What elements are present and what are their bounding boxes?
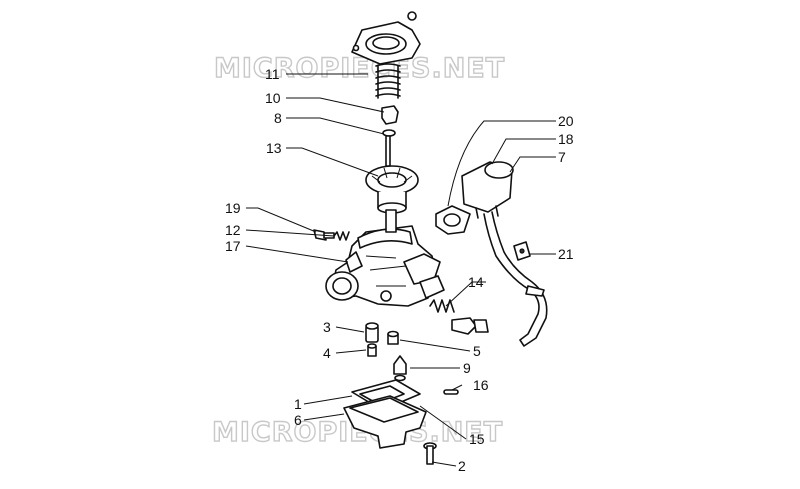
spring-screw-14 bbox=[429, 299, 489, 335]
carburetor-body bbox=[325, 209, 445, 307]
retainer-10 bbox=[381, 105, 399, 125]
callout-6: 6 bbox=[294, 412, 302, 428]
callout-14: 14 bbox=[468, 274, 484, 290]
watermark-top: MICROPIECES.NET bbox=[214, 53, 505, 84]
callout-17: 17 bbox=[225, 238, 241, 254]
float-pin-16 bbox=[443, 389, 459, 395]
callout-5: 5 bbox=[473, 343, 481, 359]
jet-3 bbox=[365, 322, 379, 343]
diaphragm-13 bbox=[365, 165, 419, 214]
callout-4: 4 bbox=[323, 345, 331, 361]
jet-4 bbox=[367, 343, 377, 357]
callout-16: 16 bbox=[473, 377, 489, 393]
float-needle-9 bbox=[393, 355, 407, 382]
callout-15: 15 bbox=[469, 431, 485, 447]
callout-19: 19 bbox=[225, 200, 241, 216]
callout-21: 21 bbox=[558, 246, 574, 262]
leader-lines bbox=[245, 73, 556, 467]
callout-18: 18 bbox=[558, 131, 574, 147]
callout-7: 7 bbox=[558, 149, 566, 165]
callout-2: 2 bbox=[458, 458, 466, 474]
callout-9: 9 bbox=[463, 360, 471, 376]
float-bowl-6 bbox=[343, 395, 427, 449]
screw-2 bbox=[423, 442, 437, 465]
gasket-20 bbox=[435, 205, 471, 235]
callout-8: 8 bbox=[274, 110, 282, 126]
auto-choke-18-7 bbox=[461, 161, 548, 347]
callout-11: 11 bbox=[265, 66, 280, 82]
callout-10: 10 bbox=[265, 90, 281, 106]
carburetor-cover bbox=[351, 11, 421, 65]
callout-12: 12 bbox=[225, 222, 241, 238]
clip-21 bbox=[513, 241, 531, 261]
needle-8 bbox=[382, 129, 396, 167]
spring-12 bbox=[333, 231, 350, 241]
callout-20: 20 bbox=[558, 113, 574, 129]
spring-11 bbox=[375, 63, 401, 99]
callout-13: 13 bbox=[266, 140, 282, 156]
callout-3: 3 bbox=[323, 319, 331, 335]
callout-1: 1 bbox=[294, 396, 302, 412]
jet-5 bbox=[387, 330, 399, 345]
